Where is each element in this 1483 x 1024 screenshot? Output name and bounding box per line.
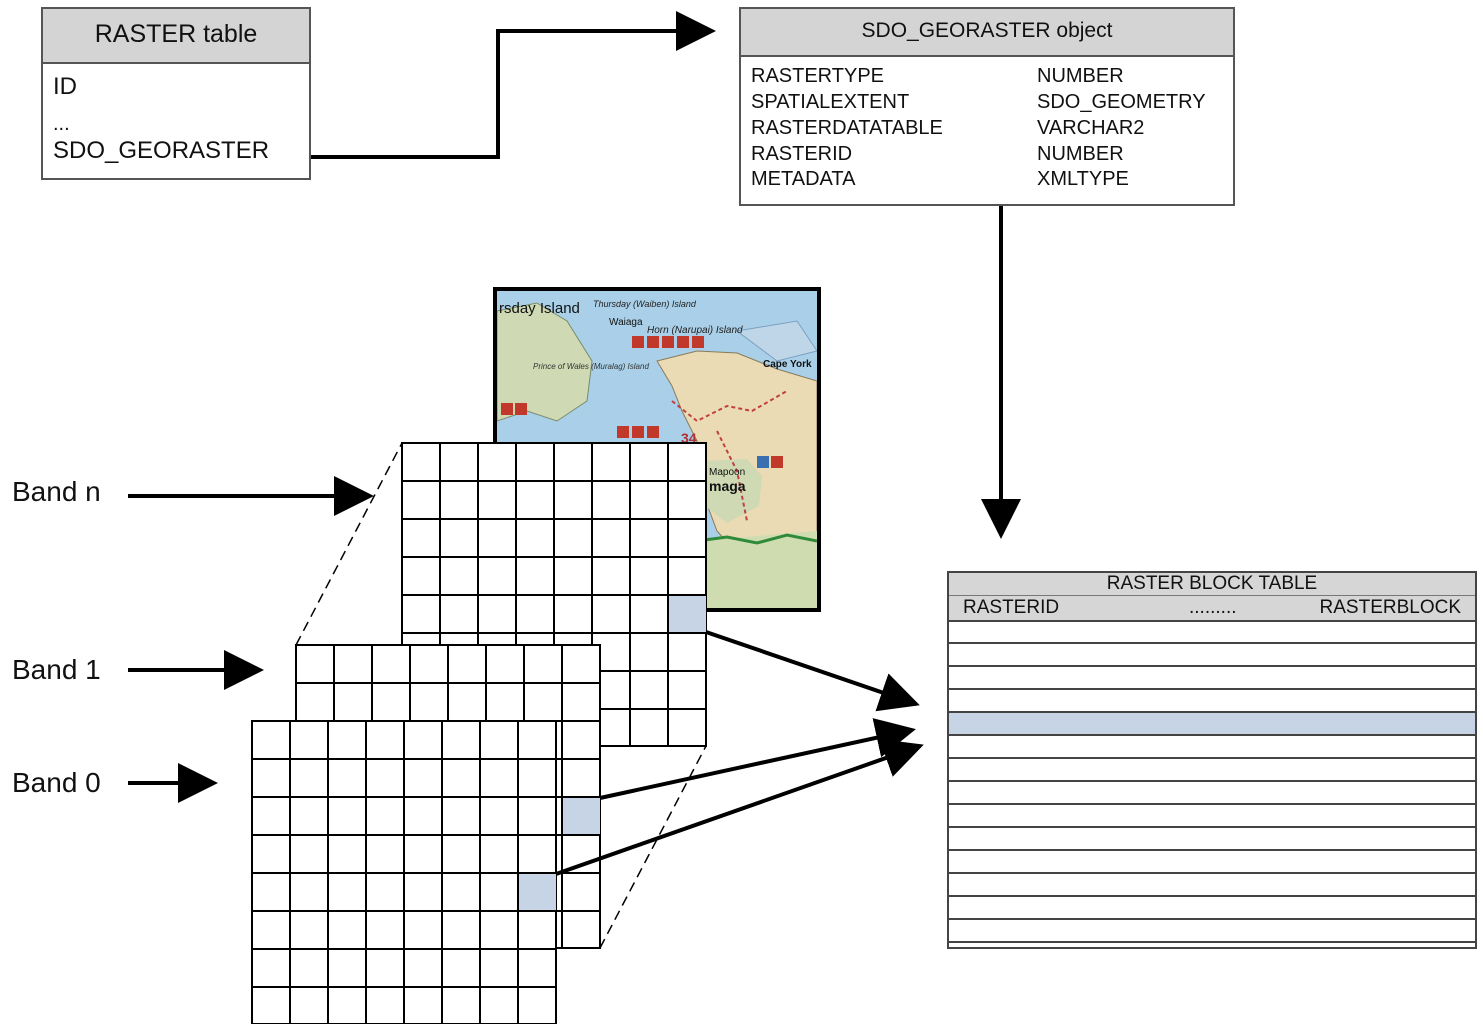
table-row	[949, 851, 1475, 874]
raster-table-title: RASTER table	[43, 9, 309, 64]
map-label: maga	[709, 478, 746, 494]
column-rasterid: RASTERID	[963, 597, 1060, 618]
attr-type: SDO_GEOMETRY	[1037, 91, 1206, 113]
georaster-object-box: SDO_GEORASTER object RASTERTYPE NUMBER S…	[739, 7, 1235, 206]
attr-name: METADATA	[751, 168, 856, 190]
table-row	[949, 621, 1475, 644]
block-to-row-arrow	[599, 718, 916, 800]
map-label: Thursday (Waiben) Island	[593, 299, 697, 309]
attr-name: SPATIALEXTENT	[751, 91, 910, 113]
attr-type: VARCHAR2	[1037, 117, 1145, 139]
column-ellipsis: .........	[1189, 597, 1237, 618]
band-0-grid	[251, 720, 557, 1024]
band-0-label: Band 0	[12, 767, 101, 798]
table-row	[949, 644, 1475, 667]
attr-type: NUMBER	[1037, 143, 1124, 165]
georaster-link-arrow	[311, 11, 716, 159]
table-row	[949, 713, 1475, 736]
block-to-row-arrow	[705, 630, 920, 712]
table-row	[949, 782, 1475, 805]
map-label: rsday Island	[499, 300, 580, 317]
table-row	[949, 759, 1475, 782]
attr-type: XMLTYPE	[1037, 168, 1129, 190]
table-row	[949, 897, 1475, 920]
block-table-header: RASTERID ......... RASTERBLOCK	[949, 595, 1475, 622]
raster-table-row-id: ID	[53, 73, 77, 100]
attr-name: RASTERTYPE	[751, 65, 884, 87]
table-row	[949, 805, 1475, 828]
table-row	[949, 736, 1475, 759]
map-label: Cape York	[763, 359, 812, 370]
map-label: Mapoon	[709, 467, 745, 478]
perspective-line	[599, 745, 707, 949]
grid-lines	[252, 721, 556, 1024]
raster-block-table: RASTER BLOCK TABLE RASTERID ......... RA…	[947, 571, 1477, 949]
table-row	[949, 828, 1475, 851]
map-label: Waiaga	[609, 317, 643, 328]
highlighted-block	[518, 873, 556, 911]
georaster-object-title: SDO_GEORASTER object	[741, 9, 1233, 57]
attr-name: RASTERID	[751, 143, 853, 165]
table-row	[949, 874, 1475, 897]
highlighted-block	[562, 797, 600, 835]
map-label: Prince of Wales (Muralag) Island	[533, 362, 649, 371]
perspective-line	[295, 442, 403, 646]
table-row	[949, 667, 1475, 690]
raster-table-box: RASTER table ID ... SDO_GEORASTER	[41, 7, 311, 180]
band-1-label: Band 1	[12, 654, 101, 685]
column-rasterblock: RASTERBLOCK	[1319, 597, 1461, 618]
table-row	[949, 690, 1475, 713]
band-n-label: Band n	[12, 476, 101, 507]
block-table-title: RASTER BLOCK TABLE	[949, 573, 1475, 595]
raster-table-row-georaster: SDO_GEORASTER	[53, 137, 270, 164]
block-to-row-arrow	[555, 739, 924, 876]
highlighted-block	[668, 595, 706, 633]
attr-type: NUMBER	[1037, 65, 1124, 87]
table-row	[949, 920, 1475, 943]
attr-name: RASTERDATATABLE	[751, 117, 943, 139]
map-label: Horn (Narupai) Island	[647, 325, 743, 336]
raster-table-row-ellipsis: ...	[53, 113, 70, 135]
